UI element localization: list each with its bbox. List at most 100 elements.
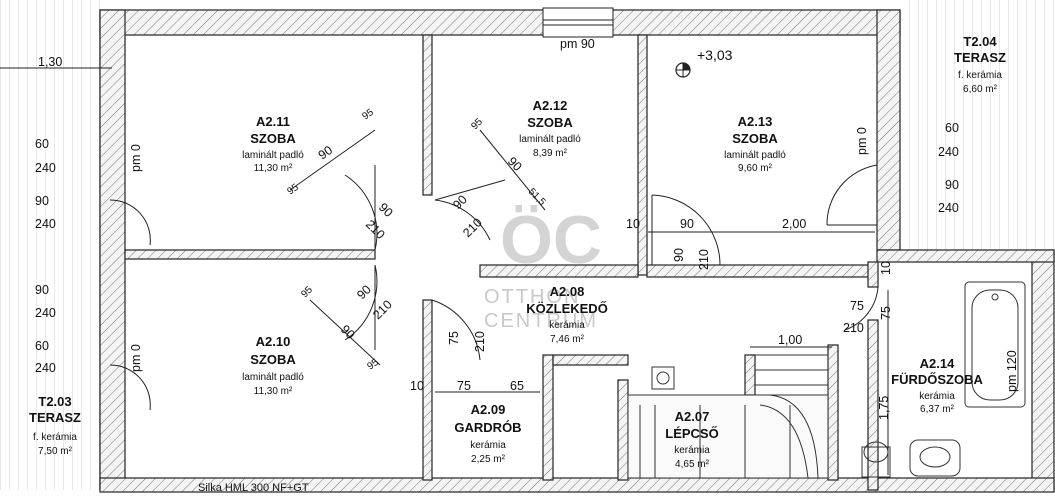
room-area: 8,39 m² (533, 148, 568, 159)
room-code: A2.11 (256, 114, 290, 129)
dim-label: 95 (365, 357, 381, 373)
dim-label: 95 (360, 107, 376, 123)
dim-label: 90 (680, 217, 694, 231)
room-a2-12: A2.12 SZOBA laminált padló 8,39 m² (519, 98, 581, 159)
room-area: 4,65 m² (675, 459, 710, 470)
room-code: A2.10 (256, 334, 291, 349)
dim-label: 90 (35, 194, 49, 208)
dim-label: 90 (338, 322, 358, 342)
room-area: 6,37 m² (920, 404, 955, 415)
dim-label: pm 0 (855, 127, 869, 155)
dim-label: 90 (35, 283, 49, 297)
room-a2-14: A2.14 FÜRDŐSZOBA kerámia 6,37 m² (891, 356, 983, 415)
dim-label: 90 (376, 200, 396, 220)
room-a2-13: A2.13 SZOBA laminált padló 9,60 m² (724, 114, 786, 174)
room-code: A2.09 (471, 402, 506, 417)
svg-text:ÖC: ÖC (500, 202, 602, 278)
room-area: 7,50 m² (38, 446, 73, 457)
watermark: ÖC OTTHON CENTRUM (484, 202, 602, 332)
dim-label: 210 (697, 249, 711, 270)
staircase (627, 354, 829, 479)
dim-label: pm 0 (129, 344, 143, 372)
room-a2-07: A2.07 LÉPCSŐ kerámia 4,65 m² (665, 409, 718, 470)
elevation-label: +3,03 (697, 47, 733, 63)
washing-machine (651, 366, 675, 390)
dim-label: 210 (843, 321, 864, 335)
room-name: GARDRÓB (454, 420, 521, 435)
room-name: LÉPCSŐ (665, 426, 718, 441)
room-name: FÜRDŐSZOBA (891, 372, 983, 387)
dim-label: 210 (363, 217, 388, 242)
room-area: 9,60 m² (738, 163, 773, 174)
dim-label: 75 (447, 331, 461, 345)
room-name: SZOBA (250, 131, 296, 146)
dim-label: pm 120 (1005, 350, 1019, 392)
room-a2-11: A2.11 SZOBA laminált padló 11,30 m² (242, 114, 304, 174)
bathtub (964, 281, 1026, 408)
terrace-left-area (0, 0, 100, 490)
dim-label: 90 (354, 282, 374, 302)
room-code: A2.12 (533, 98, 568, 113)
washbasin (909, 439, 961, 477)
dim-label: 90 (505, 154, 525, 174)
dim-label: 60 (945, 121, 959, 135)
room-code: A2.13 (738, 114, 773, 129)
room-area: 6,60 m² (963, 84, 998, 95)
room-name: SZOBA (732, 131, 778, 146)
watermark-line1: OTTHON (484, 286, 580, 308)
room-floor: kerámia (919, 391, 955, 402)
dim-label: 60 (35, 339, 49, 353)
dim-label: 240 (35, 217, 56, 231)
walls (99, 9, 1055, 493)
room-name: KÖZLEKEDŐ (526, 301, 608, 316)
room-floor: laminált padló (519, 134, 581, 145)
window-top (542, 7, 614, 38)
room-code: A2.08 (550, 284, 585, 299)
room-area: 11,30 m² (254, 386, 293, 397)
dim-label: pm 90 (560, 37, 595, 51)
dim-label: 10 (626, 217, 640, 231)
wall-note: Silka HML 300 NF+GT (198, 482, 309, 494)
dim-label: 1,30 (38, 55, 62, 69)
dim-label: 75 (850, 299, 864, 313)
dim-label: 75 (879, 306, 893, 320)
dim-label: 210 (473, 331, 487, 352)
room-area: 2,25 m² (471, 454, 506, 465)
watermark-line2: CENTRUM (484, 310, 598, 332)
room-floor: f. kerámia (958, 70, 1002, 81)
dim-label: 95 (299, 284, 315, 300)
room-name: SZOBA (250, 352, 296, 367)
room-floor: laminált padló (242, 372, 304, 383)
room-floor: kerámia (470, 440, 506, 451)
room-name: TERASZ (29, 410, 81, 425)
room-a2-08: A2.08 KÖZLEKEDŐ kerámia 7,46 m² (526, 284, 608, 345)
room-code: A2.07 (675, 409, 710, 424)
dim-label: 240 (35, 361, 56, 375)
dim-label: 210 (460, 215, 485, 240)
dim-label: pm 0 (129, 144, 143, 172)
dim-label: 240 (938, 145, 959, 159)
room-floor: kerámia (549, 320, 585, 331)
room-code: A2.14 (920, 356, 955, 371)
room-floor: f. kerámia (33, 432, 77, 443)
dim-label: 10 (879, 261, 893, 275)
room-floor: kerámia (674, 445, 710, 456)
room-code: T2.03 (38, 394, 71, 409)
dim-label: 2,00 (782, 217, 806, 231)
terrace-right-area (903, 0, 1055, 250)
room-name: SZOBA (527, 115, 573, 130)
dim-label: 65 (510, 379, 524, 393)
dimension-lines (0, 67, 889, 475)
dim-label: 1,75 (877, 396, 891, 420)
dim-label: 90 (316, 143, 335, 162)
dim-label: 75 (457, 379, 471, 393)
dim-label: 240 (35, 161, 56, 175)
room-name: TERASZ (954, 50, 1006, 65)
room-code: T2.04 (963, 34, 997, 49)
dim-label: 95 (469, 116, 485, 132)
terrace-t2-04: T2.04 TERASZ f. kerámia 6,60 m² (954, 34, 1006, 95)
dim-label: 90 (945, 178, 959, 192)
dim-label: 1,00 (778, 333, 802, 347)
room-area: 11,30 m² (254, 163, 293, 174)
